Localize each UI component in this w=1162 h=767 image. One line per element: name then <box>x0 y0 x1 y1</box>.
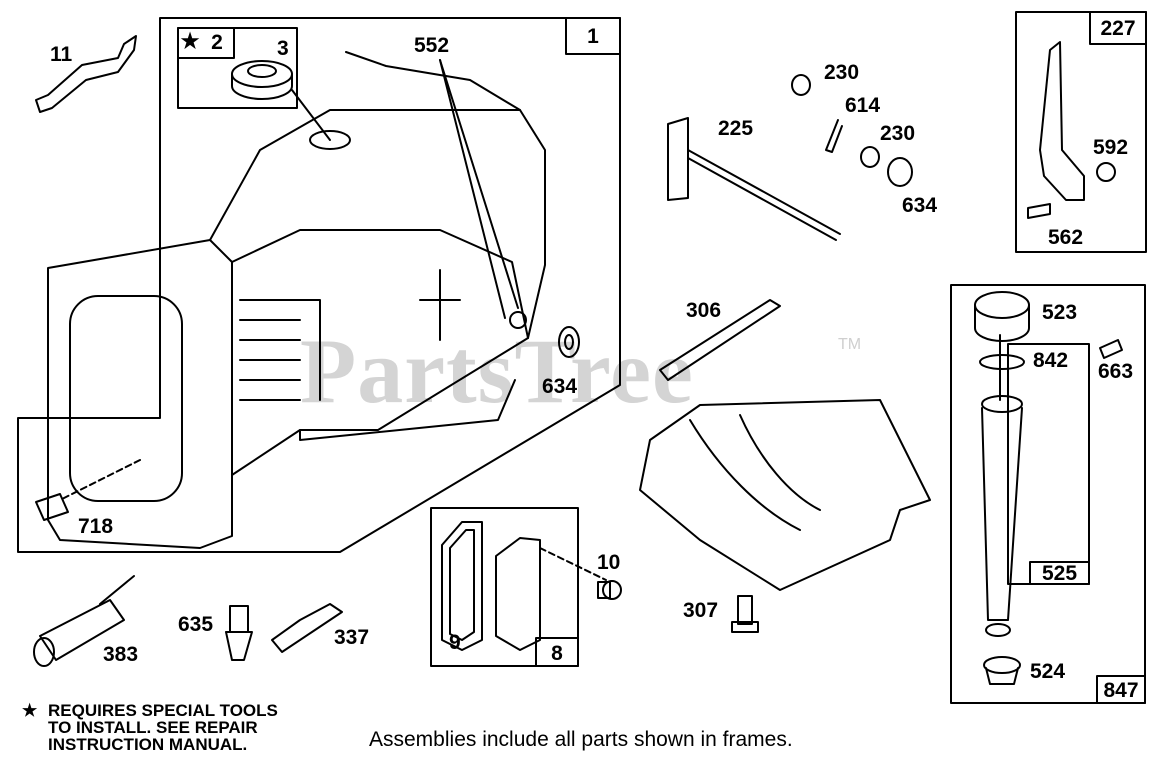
part-label-9: 9 <box>449 631 461 654</box>
frame-525-outline <box>1007 343 1090 585</box>
part-label-225: 225 <box>718 117 754 140</box>
part-label-592: 592 <box>1093 136 1129 159</box>
spark-plug-boot-drawing <box>225 605 253 661</box>
frame-847-number: 847 <box>1103 679 1139 702</box>
frame-1-number: 1 <box>587 25 599 48</box>
frame-227-number: 227 <box>1100 17 1136 40</box>
spark-plug-wrench-drawing <box>33 575 135 667</box>
part-label-634-left: 634 <box>542 375 578 398</box>
part-label-718: 718 <box>78 515 114 538</box>
frame-2-number: 2 <box>211 31 223 54</box>
breather-cover-drawing <box>495 537 541 651</box>
frame-227-number-box <box>1089 11 1147 45</box>
part-label-306: 306 <box>686 299 722 322</box>
part-label-842: 842 <box>1033 349 1069 372</box>
governor-lever-drawing <box>1027 41 1116 219</box>
frame-8-outline <box>430 507 579 667</box>
special-tool-star: ★ <box>180 30 200 53</box>
part-label-337: 337 <box>334 626 370 649</box>
note-line-1: REQUIRES SPECIAL TOOLS <box>48 701 278 720</box>
frame-8-number: 8 <box>551 642 563 665</box>
washer-230-lower <box>860 146 880 168</box>
part-label-230-lower: 230 <box>880 122 916 145</box>
engine-block-drawing <box>47 51 546 549</box>
frame-847-number-box <box>1096 675 1146 704</box>
frame-1-number-box <box>565 17 621 55</box>
note-star: ★ <box>22 701 38 720</box>
part-label-230-top: 230 <box>824 61 860 84</box>
spark-plug-drawing <box>271 603 343 653</box>
seal-634-right <box>887 157 913 187</box>
screw-663-drawing <box>1099 339 1123 359</box>
frame-2-number-box <box>177 27 235 59</box>
part-label-10: 10 <box>597 551 621 574</box>
dowel-pin-drawing <box>35 493 69 521</box>
breather-tube-drawing <box>35 35 137 113</box>
part-label-552: 552 <box>414 34 450 57</box>
screw-10-drawing <box>597 580 622 600</box>
frame-525-number: 525 <box>1041 562 1078 585</box>
hitch-pin-614 <box>825 119 843 153</box>
note-line-3: INSTRUCTION MANUAL. <box>48 735 248 754</box>
part-label-562: 562 <box>1048 226 1084 249</box>
screw-307-drawing <box>731 595 759 633</box>
part-label-3: 3 <box>277 37 289 60</box>
part-label-635: 635 <box>178 613 214 636</box>
part-label-11: 11 <box>50 43 73 66</box>
watermark-text: PartsTree <box>300 320 694 422</box>
part-label-524: 524 <box>1030 660 1066 683</box>
note-line-2: TO INSTALL. SEE REPAIR <box>48 718 258 737</box>
gasket-9-drawing <box>441 521 483 651</box>
oil-seal-drawing <box>231 60 293 100</box>
part-label-634-right: 634 <box>902 194 938 217</box>
frame-525-number-box <box>1029 561 1090 585</box>
part-label-307: 307 <box>683 599 719 622</box>
part-label-663: 663 <box>1098 360 1134 383</box>
part-label-383: 383 <box>103 643 139 666</box>
part-label-523: 523 <box>1042 301 1078 324</box>
frame-227-outline <box>1015 11 1147 253</box>
washer-230-top <box>791 74 811 96</box>
assemblies-caption: Assemblies include all parts shown in fr… <box>369 728 793 751</box>
frame-1-outline <box>17 17 621 553</box>
frame-2-outline <box>177 27 298 109</box>
blower-housing-drawing <box>639 299 931 591</box>
dipstick-tube-seal-drawing <box>983 656 1021 685</box>
dipstick-drawing <box>974 291 1030 637</box>
watermark-trademark: TM <box>838 336 862 353</box>
frame-847-outline <box>950 284 1146 704</box>
governor-shaft-drawing <box>667 117 841 241</box>
seal-634-drawing <box>558 326 580 358</box>
part-label-614: 614 <box>845 94 881 117</box>
frame-8-number-box <box>535 637 579 667</box>
